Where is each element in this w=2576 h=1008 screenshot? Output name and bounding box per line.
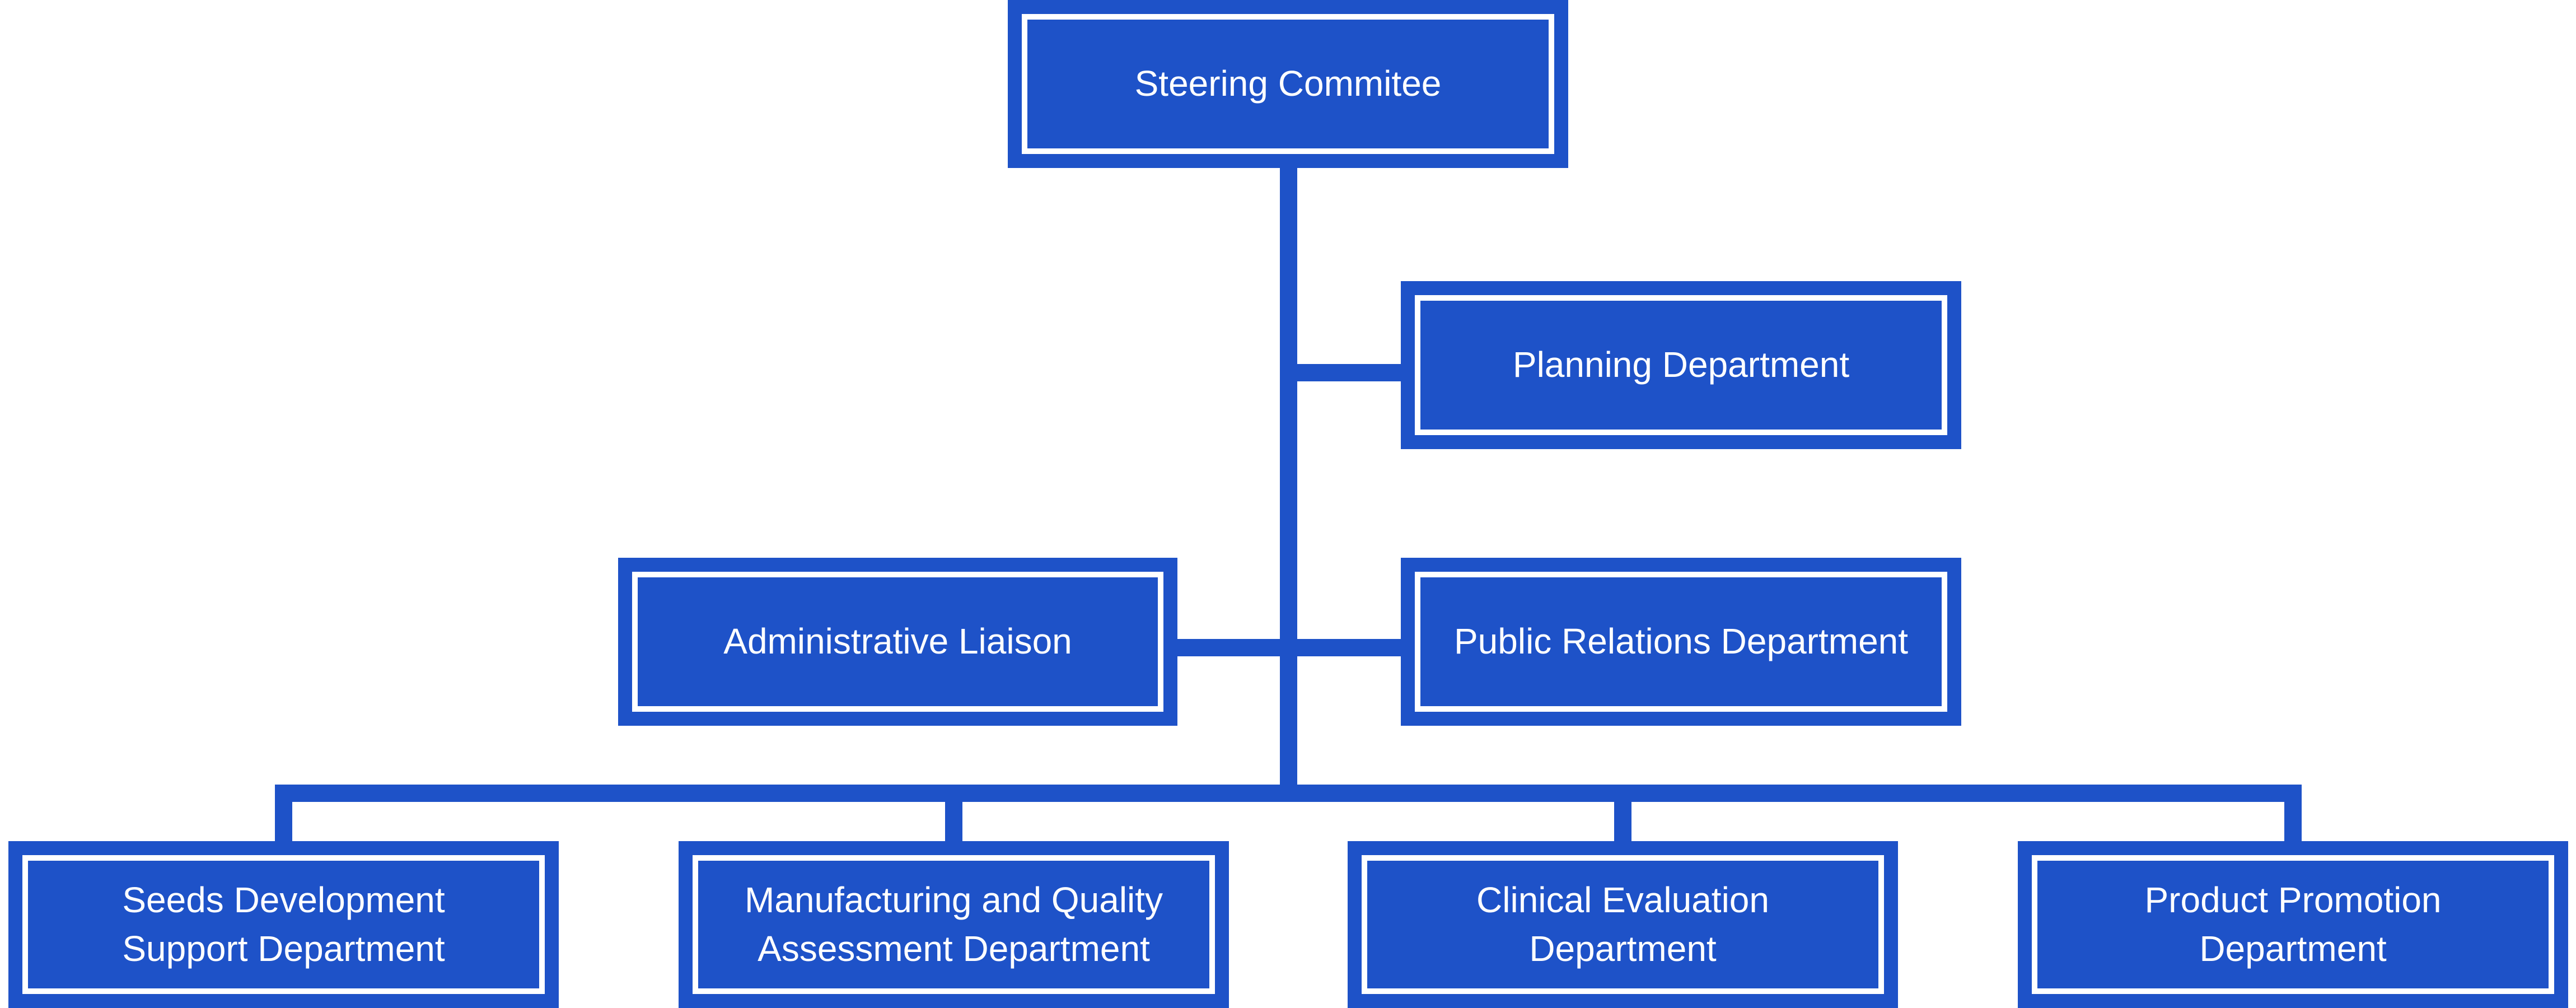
connector-clinical-stub bbox=[1614, 797, 1631, 841]
connector-main-vertical bbox=[1280, 168, 1297, 802]
org-box-manufacturing-quality-assessment-department: Manufacturing and Quality Assessment Dep… bbox=[679, 841, 1229, 1008]
connector-seeds-stub bbox=[275, 797, 292, 841]
org-box-steering-committee: Steering Commitee bbox=[1008, 0, 1568, 168]
org-box-label: Planning Department bbox=[1512, 344, 1850, 385]
org-box-public-relations-department: Public Relations Department bbox=[1401, 558, 1961, 726]
connector-product-stub bbox=[2284, 797, 2302, 841]
org-box-planning-department: Planning Department bbox=[1401, 281, 1961, 449]
org-box-clinical-evaluation-department: Clinical Evaluation Department bbox=[1348, 841, 1898, 1008]
connector-planning-stub bbox=[1289, 364, 1401, 381]
org-box-administrative-liaison: Administrative Liaison bbox=[618, 558, 1177, 726]
org-box-label: Clinical Evaluation Department bbox=[1476, 879, 1769, 969]
org-box-label: Manufacturing and Quality Assessment Dep… bbox=[744, 879, 1163, 969]
connector-bottom-distributor bbox=[275, 785, 2302, 802]
org-box-label: Seeds Development Support Department bbox=[122, 879, 445, 969]
connector-manufacturing-stub bbox=[945, 797, 962, 841]
connector-liaison-pr-horizontal bbox=[1177, 639, 1401, 656]
org-box-label: Administrative Liaison bbox=[723, 621, 1072, 662]
org-box-label: Steering Commitee bbox=[1134, 63, 1442, 104]
org-box-product-promotion-department: Product Promotion Department bbox=[2018, 841, 2568, 1008]
org-box-label: Product Promotion Department bbox=[2144, 879, 2442, 969]
org-box-label: Public Relations Department bbox=[1453, 621, 1909, 662]
org-box-seeds-development-support-department: Seeds Development Support Department bbox=[8, 841, 559, 1008]
